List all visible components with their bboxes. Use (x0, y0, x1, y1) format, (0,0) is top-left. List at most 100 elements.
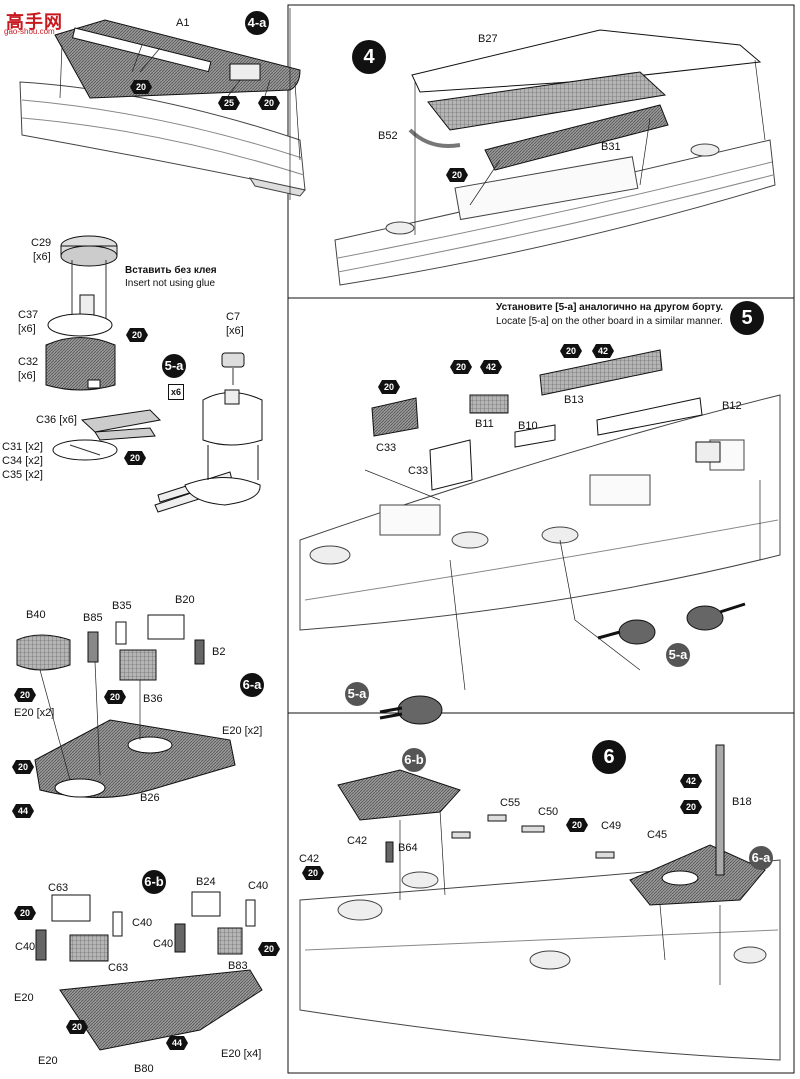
gun-turret-c7 (154, 352, 263, 513)
label-b10: B10 (518, 420, 538, 432)
label-c36: C36 [x6] (36, 414, 77, 426)
label-e20-d: E20 (38, 1055, 58, 1067)
deck-b80 (35, 891, 263, 1051)
label-e20-e: E20 [x4] (221, 1048, 262, 1060)
label-b52: B52 (378, 130, 398, 142)
label-c31: C31 [x2] (2, 441, 43, 453)
label-b83: B83 (228, 960, 248, 972)
label-c33-a: C33 (376, 442, 397, 454)
parts-5 (371, 349, 721, 491)
badge-20-b80: 20 (66, 1020, 88, 1034)
label-b36: B36 (143, 693, 163, 705)
label-b40: B40 (26, 609, 46, 621)
label-c29-qty: [x6] (33, 251, 51, 263)
hull-6 (299, 859, 781, 1061)
label-c40-a: C40 (132, 917, 153, 929)
label-b35: B35 (112, 600, 132, 612)
label-e20-b: E20 [x2] (222, 725, 263, 737)
badge-20-b83: 20 (258, 942, 280, 956)
watermark-brand: 高手网 (6, 12, 63, 32)
label-e20-c: E20 (14, 992, 34, 1004)
badge-20-b11: 20 (450, 360, 472, 374)
label-c37: C37 (18, 309, 39, 321)
note-board-ru: Установите [5-а] аналогично на другом бо… (496, 302, 724, 313)
label-c7-qty: [x6] (226, 325, 244, 337)
badge-20-b85: 20 (104, 690, 126, 704)
label-c49: C49 (601, 820, 622, 832)
watermark-logo: 高手网 gao-shou.com (4, 8, 70, 38)
step-6b-marker: 6-b (142, 870, 166, 894)
badge-20-b13: 20 (560, 344, 582, 358)
step-5-marker: 5 (730, 301, 764, 335)
label-b26: B26 (140, 792, 160, 804)
label-b13: B13 (564, 394, 584, 406)
step-5a-reference-2: 5-a (345, 682, 369, 706)
badge-20-c42: 20 (302, 866, 324, 880)
step-4-marker: 4 (352, 40, 386, 74)
badge-42-b11: 42 (480, 360, 502, 374)
leader-lines-6 (399, 809, 721, 985)
badge-20-c36: 20 (124, 451, 146, 465)
label-c35: C35 [x2] (2, 469, 43, 481)
badge-44-b26: 44 (12, 804, 34, 818)
quantity-box: x6 (168, 384, 184, 400)
label-c42-b: C42 (299, 853, 320, 865)
badge-20-4a-a: 20 (130, 80, 152, 94)
turret-base-c36 (52, 409, 162, 461)
part-b31-deck (408, 71, 669, 171)
note-glue-en: Insert not using glue (125, 278, 216, 289)
label-b27: B27 (478, 33, 498, 45)
label-c7: C7 (226, 311, 241, 323)
label-b11: B11 (475, 418, 494, 430)
note-board-en: Locate [5-a] on the other board in a sim… (496, 316, 723, 327)
label-c63-b: C63 (108, 962, 129, 974)
hull-4 (334, 139, 776, 286)
deck-a1 (54, 19, 301, 99)
badge-25-4a: 25 (218, 96, 240, 110)
leader-lines-5 (364, 469, 761, 691)
leader-lines-4a (59, 8, 301, 200)
label-b64: B64 (398, 842, 418, 854)
label-b12: B12 (722, 400, 742, 412)
label-c40-c: C40 (248, 880, 269, 892)
gun-turrets-5 (379, 602, 746, 725)
deck-b26 (16, 614, 236, 798)
label-c32-qty: [x6] (18, 370, 36, 382)
step-5a-reference: 5-a (666, 643, 690, 667)
hull-5 (299, 394, 781, 631)
label-c29: C29 (31, 237, 52, 249)
badge-44-b80: 44 (166, 1036, 188, 1050)
badge-20-c50: 20 (566, 818, 588, 832)
part-b27-drawing (411, 29, 762, 93)
label-c45: C45 (647, 829, 668, 841)
label-b2: B2 (212, 646, 226, 658)
label-e20-a: E20 [x2] (14, 707, 55, 719)
label-b31: B31 (601, 141, 621, 153)
label-c63-a: C63 (48, 882, 69, 894)
step-4a-marker: 4-a (245, 11, 269, 35)
label-c34: C34 [x2] (2, 455, 43, 467)
badge-20-b18: 20 (680, 800, 702, 814)
badge-42-b18: 42 (680, 774, 702, 788)
badge-20-b40: 20 (14, 688, 36, 702)
label-c55: C55 (500, 797, 521, 809)
badge-42-b13: 42 (592, 344, 614, 358)
steps-frame (287, 4, 795, 1074)
label-b18: B18 (732, 796, 752, 808)
step-6-marker: 6 (592, 740, 626, 774)
note-glue-ru: Вставить без клея (125, 265, 217, 276)
label-c37-qty: [x6] (18, 323, 36, 335)
label-c33-b: C33 (408, 465, 429, 477)
label-c42-a: C42 (347, 835, 368, 847)
label-c40-b: C40 (15, 941, 36, 953)
label-b85: B85 (83, 612, 103, 624)
leader-lines-4 (414, 59, 766, 235)
turret-stack (45, 235, 118, 391)
badge-20-c33: 20 (378, 380, 400, 394)
badge-20-c32: 20 (126, 328, 148, 342)
label-c32: C32 (18, 356, 39, 368)
leader-lines-6a (39, 661, 141, 781)
label-c40-d: C40 (153, 938, 174, 950)
step-5a-marker: 5-a (162, 354, 186, 378)
